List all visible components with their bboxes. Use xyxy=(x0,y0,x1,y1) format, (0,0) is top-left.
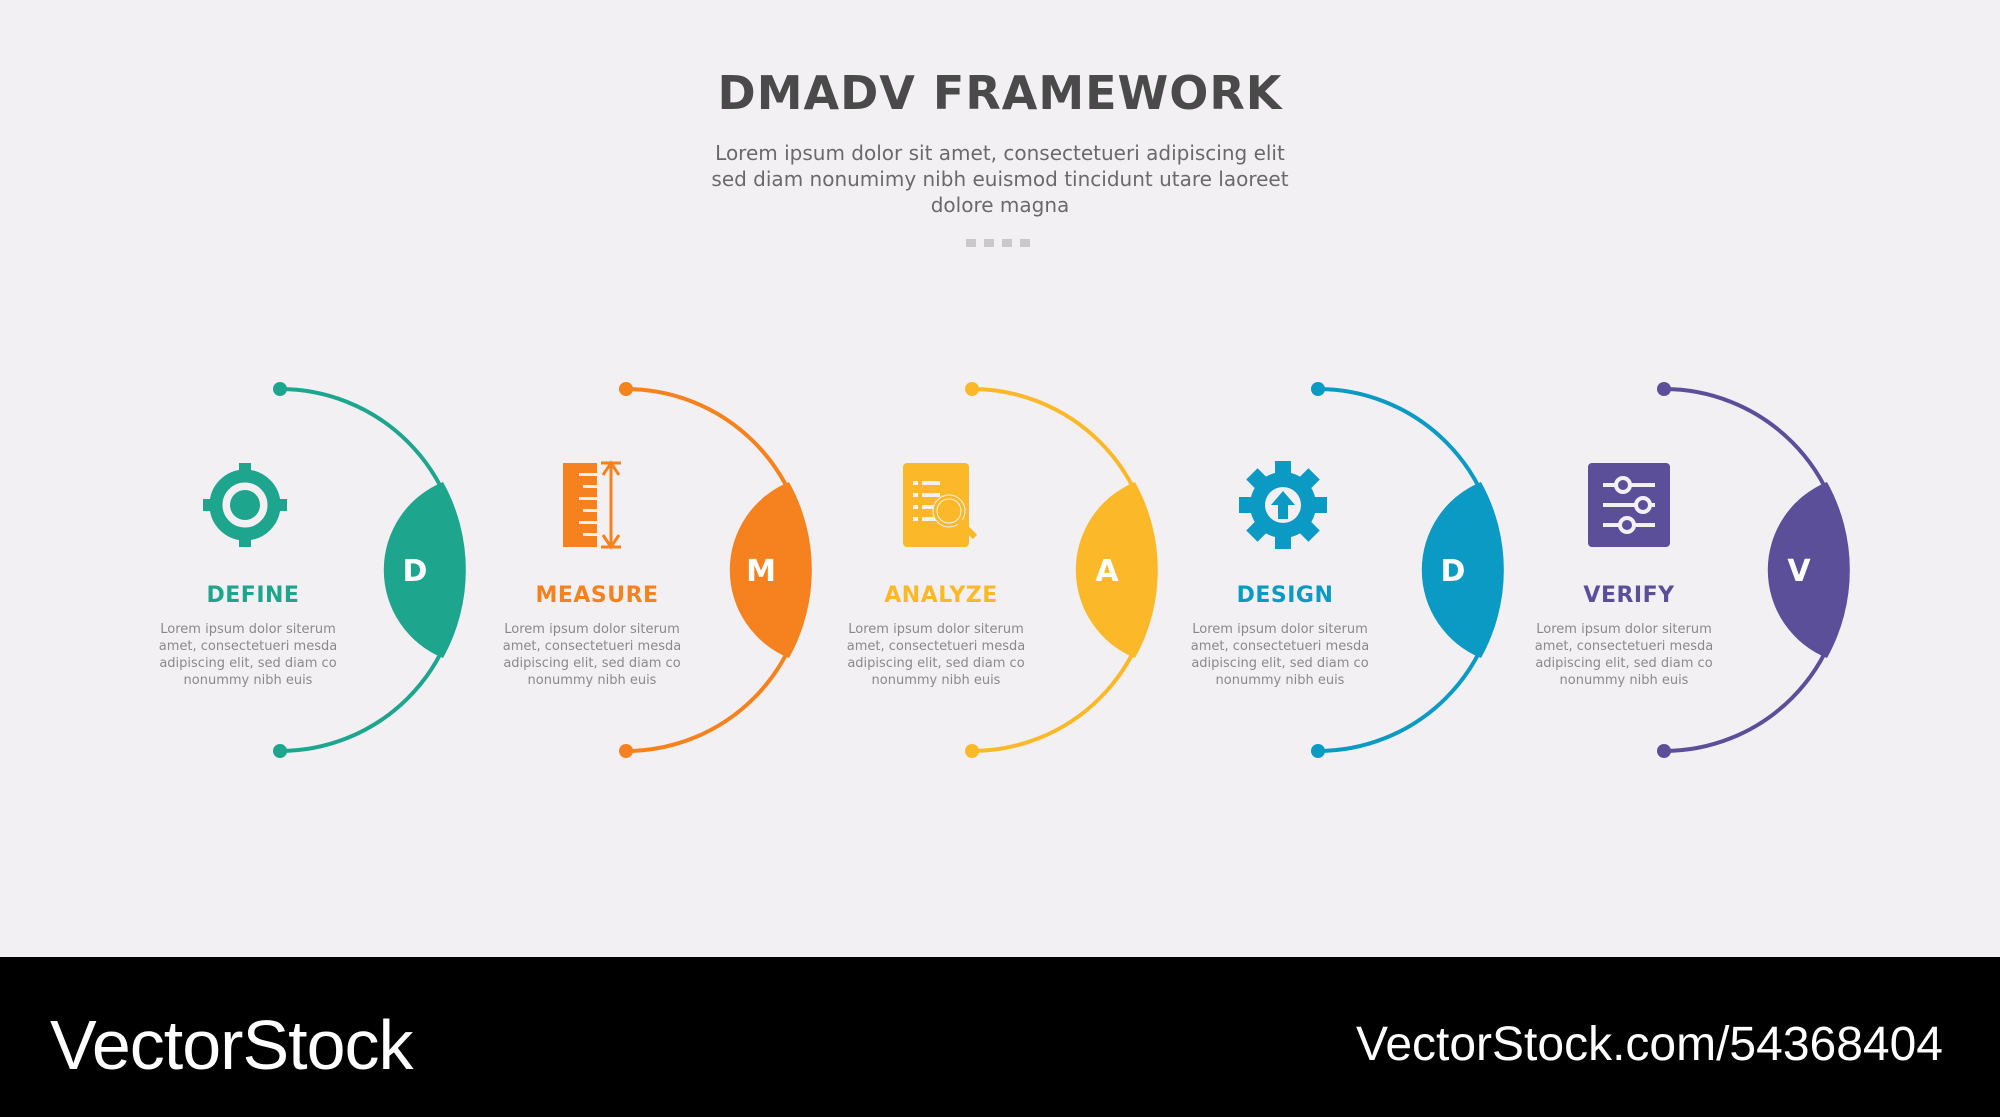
step-title-define: DEFINE xyxy=(206,583,300,608)
arc-end-dot xyxy=(619,382,633,396)
arc-end-dot xyxy=(1311,744,1325,758)
sliders-icon xyxy=(1588,463,1670,547)
step-desc-define: Lorem ipsum dolor siterum amet, consecte… xyxy=(158,622,338,688)
step-letter-badge xyxy=(1075,482,1158,658)
step-letter: M xyxy=(746,554,776,589)
arc-end-dot xyxy=(619,744,633,758)
divider-dots xyxy=(966,239,1030,247)
step-title-measure: MEASURE xyxy=(535,583,659,608)
gear-upload-icon xyxy=(1239,461,1327,549)
step-letter: A xyxy=(1095,554,1119,589)
ruler-icon xyxy=(563,460,621,550)
step-letter-badge xyxy=(1421,482,1504,658)
arc-end-dot xyxy=(273,744,287,758)
step-desc-measure: Lorem ipsum dolor siterum amet, consecte… xyxy=(502,622,682,688)
step-title-analyze: ANALYZE xyxy=(884,583,998,608)
infographic-canvas: DMADV FRAMEWORK Lorem ipsum dolor sit am… xyxy=(158,66,1850,758)
step-analyze: A xyxy=(903,382,1158,758)
step-verify: V xyxy=(1588,382,1850,758)
step-desc-design: Lorem ipsum dolor siterum amet, consecte… xyxy=(1190,622,1370,688)
step-define: D xyxy=(203,382,466,758)
step-title-design: DESIGN xyxy=(1236,583,1334,608)
step-measure: M xyxy=(563,382,812,758)
step-letter-badge xyxy=(383,482,466,658)
step-letter-badge xyxy=(1767,482,1850,658)
step-letter: D xyxy=(1441,554,1466,589)
brand-logo: VectorStock xyxy=(50,1006,414,1084)
arc-end-dot xyxy=(273,382,287,396)
footer-bar: VectorStock VectorStock.com/54368404 xyxy=(0,957,2000,1117)
page-subtitle: Lorem ipsum dolor sit amet, consectetuer… xyxy=(711,141,1289,217)
step-letter: V xyxy=(1787,554,1811,589)
arc-end-dot xyxy=(1657,382,1671,396)
arc-end-dot xyxy=(965,382,979,396)
arc-end-dot xyxy=(1311,382,1325,396)
source-url: VectorStock.com/54368404 xyxy=(1355,1018,1943,1071)
target-icon xyxy=(203,463,287,547)
step-letter: D xyxy=(403,554,428,589)
step-title-verify: VERIFY xyxy=(1583,583,1675,608)
step-design: D xyxy=(1239,382,1504,758)
page-title: DMADV FRAMEWORK xyxy=(717,66,1283,120)
arc-end-dot xyxy=(965,744,979,758)
step-desc-analyze: Lorem ipsum dolor siterum amet, consecte… xyxy=(846,622,1026,688)
document-search-icon xyxy=(903,463,978,547)
arc-end-dot xyxy=(1657,744,1671,758)
step-letter-badge xyxy=(729,482,812,658)
step-desc-verify: Lorem ipsum dolor siterum amet, consecte… xyxy=(1534,622,1714,688)
